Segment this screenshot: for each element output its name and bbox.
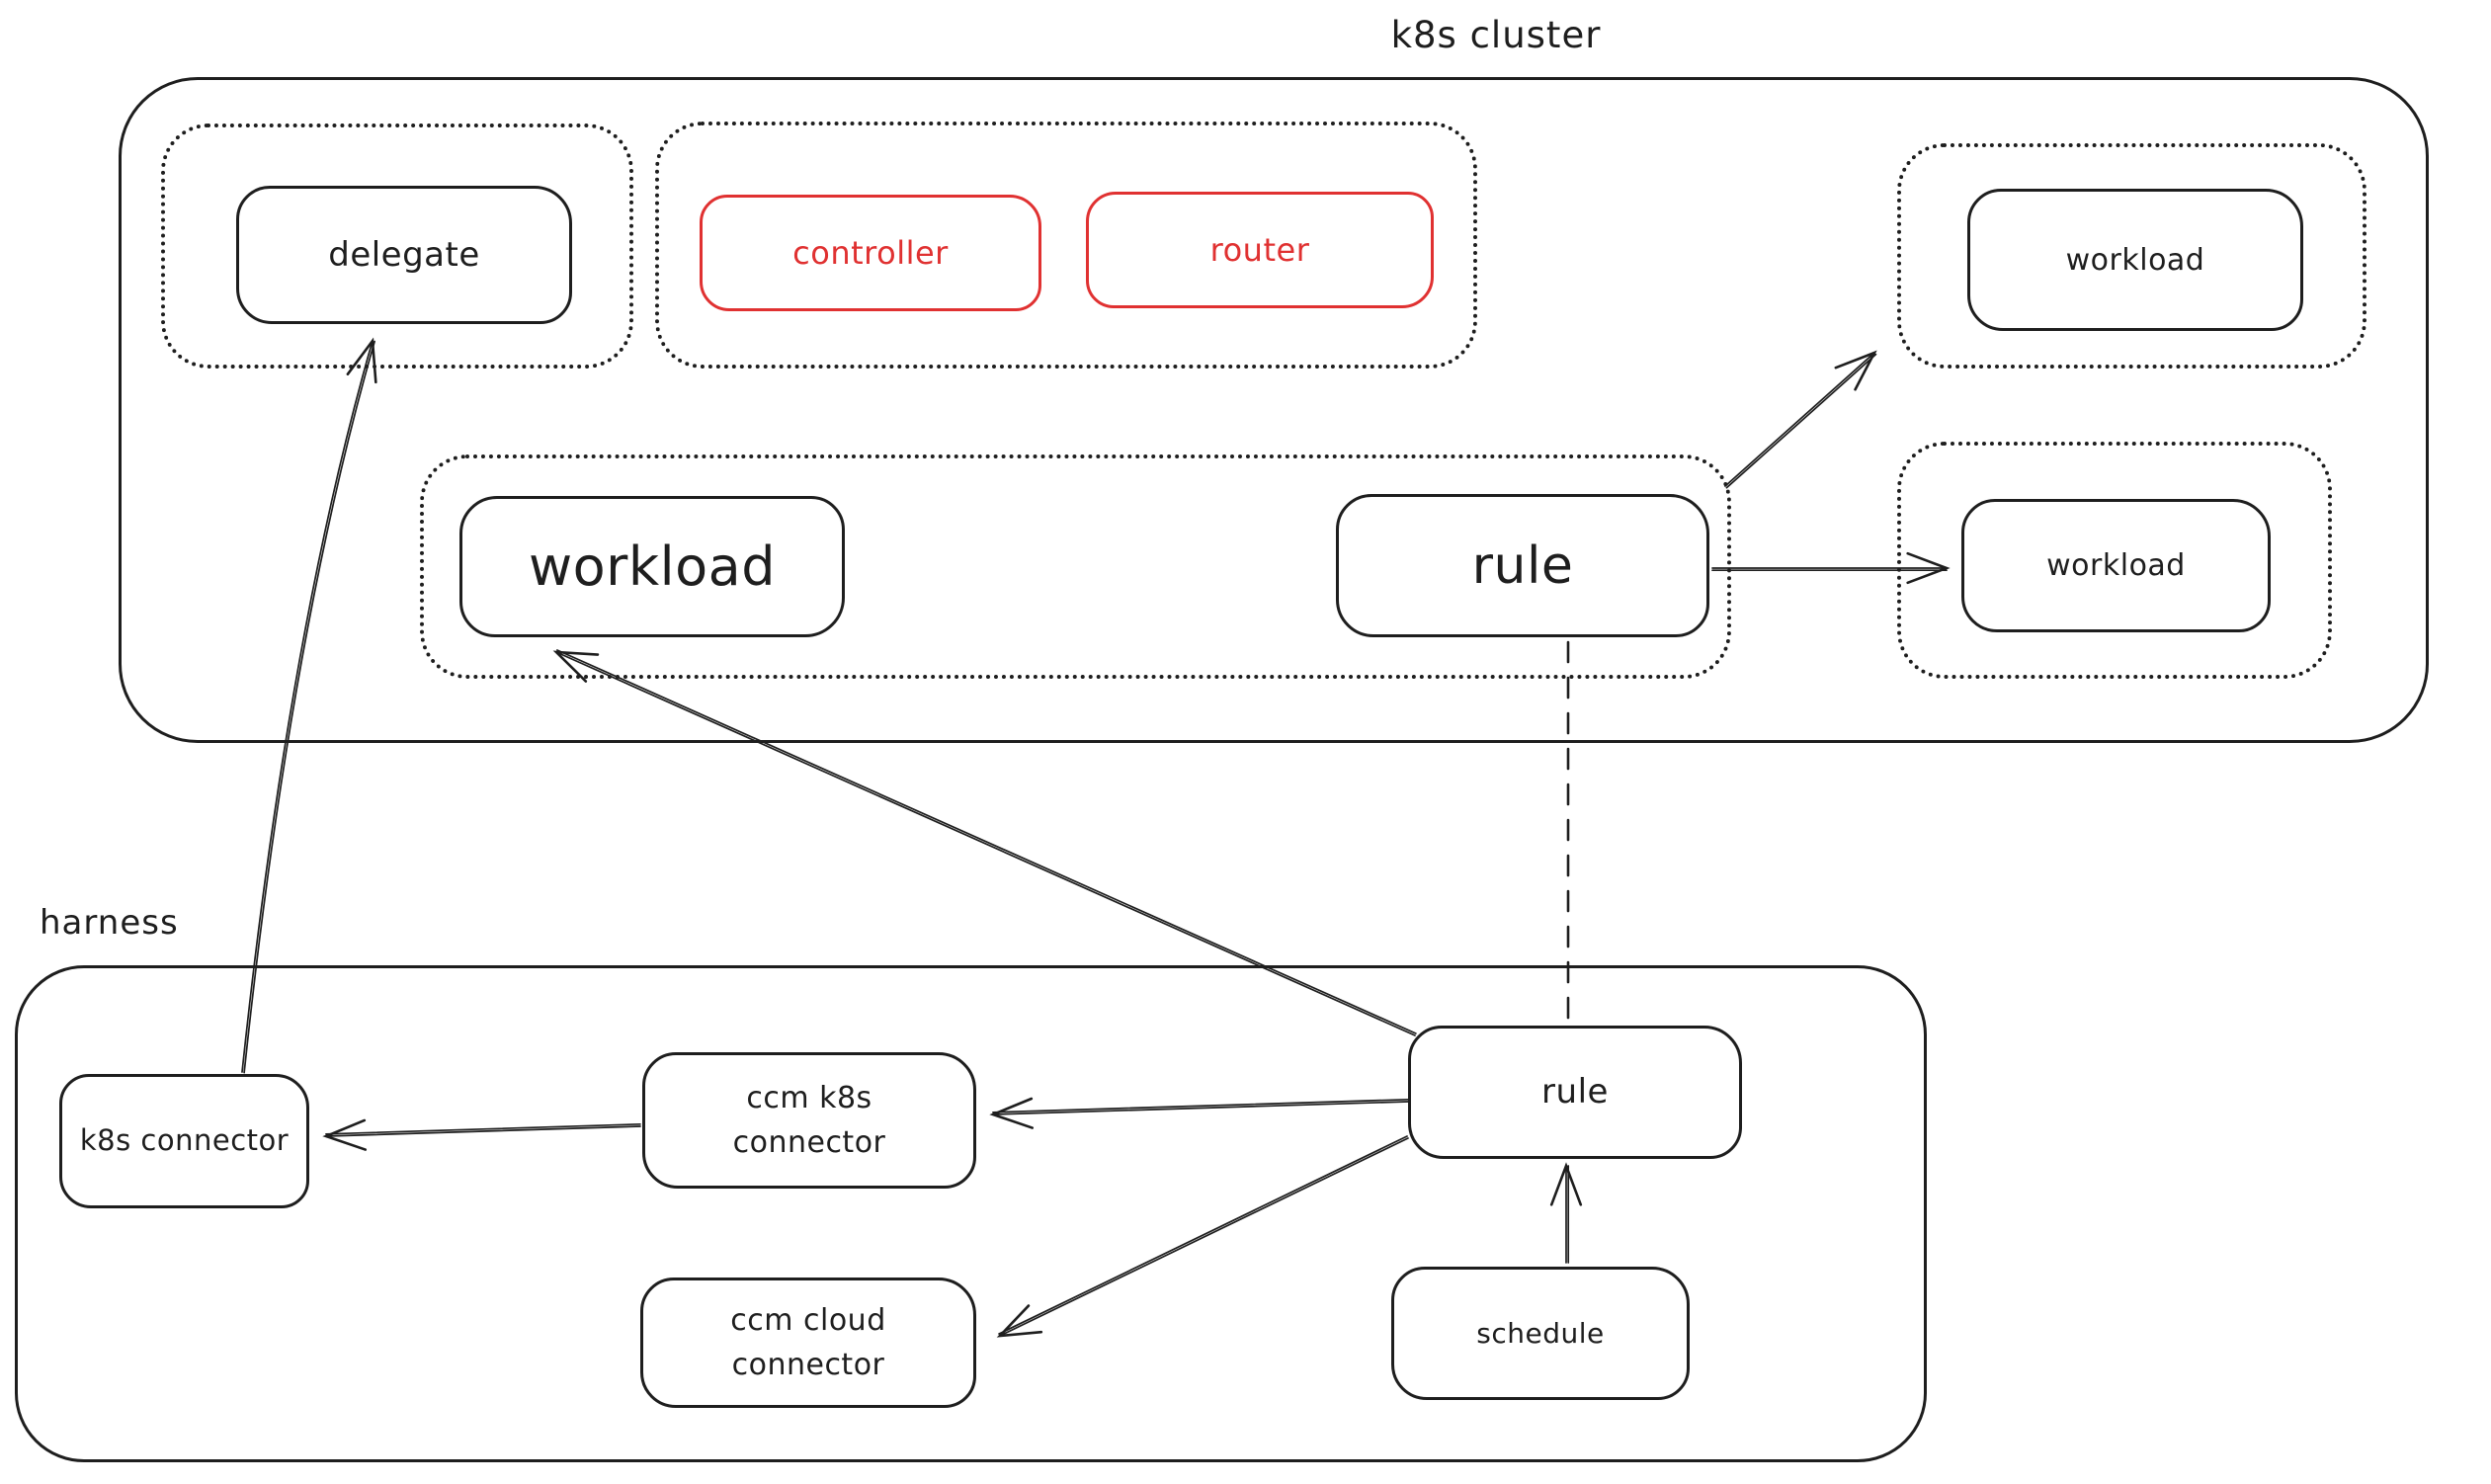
node-workload-right: workload — [1961, 499, 2271, 632]
workload-right-group — [1897, 442, 2332, 679]
node-workload-mid: workload — [459, 496, 845, 637]
node-workload-top: workload — [1967, 189, 2303, 331]
control-plane-group — [655, 122, 1477, 369]
node-ccm-cloud-connector: ccm cloud connector — [640, 1278, 976, 1408]
k8s-cluster-title: k8s cluster — [1390, 14, 1602, 56]
harness-title: harness — [40, 903, 179, 943]
node-delegate: delegate — [236, 186, 572, 324]
node-schedule: schedule — [1391, 1267, 1690, 1400]
node-rule-mid: rule — [1336, 494, 1709, 637]
delegate-group — [161, 124, 633, 369]
node-ccm-k8s-connector: ccm k8s connector — [642, 1052, 976, 1189]
node-k8s-connector: k8s connector — [59, 1074, 309, 1208]
workload-top-group — [1897, 143, 2366, 369]
node-rule-bottom: rule — [1408, 1026, 1742, 1159]
node-router: router — [1086, 192, 1434, 308]
node-controller: controller — [700, 195, 1041, 311]
